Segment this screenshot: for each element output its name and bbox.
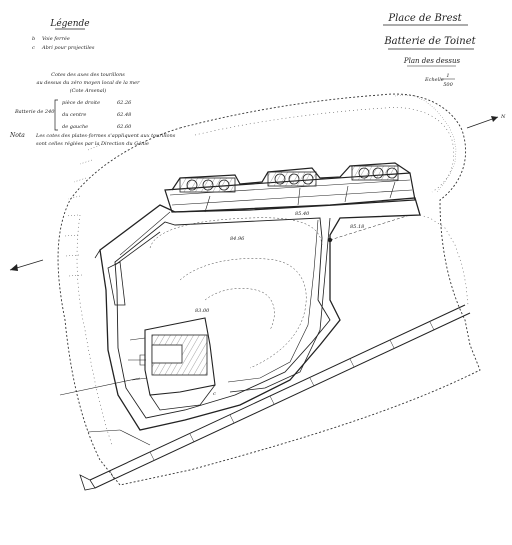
plan-title: Plan des dessus xyxy=(403,57,461,65)
scale-den: 500 xyxy=(443,82,453,88)
legend-text-2: Abri pour projectiles xyxy=(41,45,95,51)
title-block: Place de Brest Batterie de Toinet Plan d… xyxy=(383,13,477,88)
legend: Légende b Voie ferrée c Abri pour projec… xyxy=(32,18,95,51)
elev-row-3-value: 62.60 xyxy=(117,124,132,130)
nota-label: Nota xyxy=(9,132,25,139)
west-arrow xyxy=(9,259,44,271)
elev-row-1-value: 62.26 xyxy=(117,100,132,106)
elev-row-2-value: 62.48 xyxy=(117,112,131,118)
approach-path xyxy=(59,377,151,446)
elev-title-2: au dessus du zéro moyen local de la mer xyxy=(37,79,141,86)
north-arrow: N xyxy=(466,114,506,129)
spot-label-1: 85.40 xyxy=(295,211,310,217)
interior-roads xyxy=(119,211,411,393)
elevations-note: Cotes des axes des tourillons au dessus … xyxy=(9,72,176,147)
gun-battery xyxy=(164,162,416,213)
enceinte xyxy=(94,197,421,431)
nota-line-1: Les cotes des plates-formes s'appliquent… xyxy=(35,133,176,139)
elev-title-1: Cotes des axes des tourillons xyxy=(51,72,125,78)
place-title: Place de Brest xyxy=(387,13,462,24)
railway-track xyxy=(79,304,471,491)
elev-title-3: (Cote Arsenal) xyxy=(70,87,107,94)
scale-label: Echelle xyxy=(424,77,444,83)
elev-row-1-label: pièce de droite xyxy=(62,99,100,106)
nota-line-2: sont celles réglées par la Direction du … xyxy=(36,140,149,147)
spot-label-4: 83.00 xyxy=(195,308,210,314)
legend-title: Légende xyxy=(49,18,89,29)
battery-title: Batterie de Toinet xyxy=(383,36,476,47)
legend-text-1: Voie ferrée xyxy=(42,35,70,42)
magazine-building xyxy=(128,317,216,411)
spot-label-2: 84.96 xyxy=(230,236,245,242)
elev-row-3-label: de gauche xyxy=(62,124,88,130)
legend-mark-1: b xyxy=(32,36,35,42)
spot-label-5: c xyxy=(213,391,216,397)
north-arrow-label: N xyxy=(500,114,506,120)
scale-num: 1 xyxy=(446,73,449,79)
elev-group: Batterie de 240 xyxy=(14,109,55,115)
elev-row-2-label: du centre xyxy=(62,112,86,118)
spot-elevations: 85.40 84.96 85.18 83.00 c xyxy=(195,211,364,397)
legend-mark-2: c xyxy=(32,45,35,51)
spot-label-3: 85.18 xyxy=(350,224,364,230)
outer-glacis xyxy=(57,93,481,486)
